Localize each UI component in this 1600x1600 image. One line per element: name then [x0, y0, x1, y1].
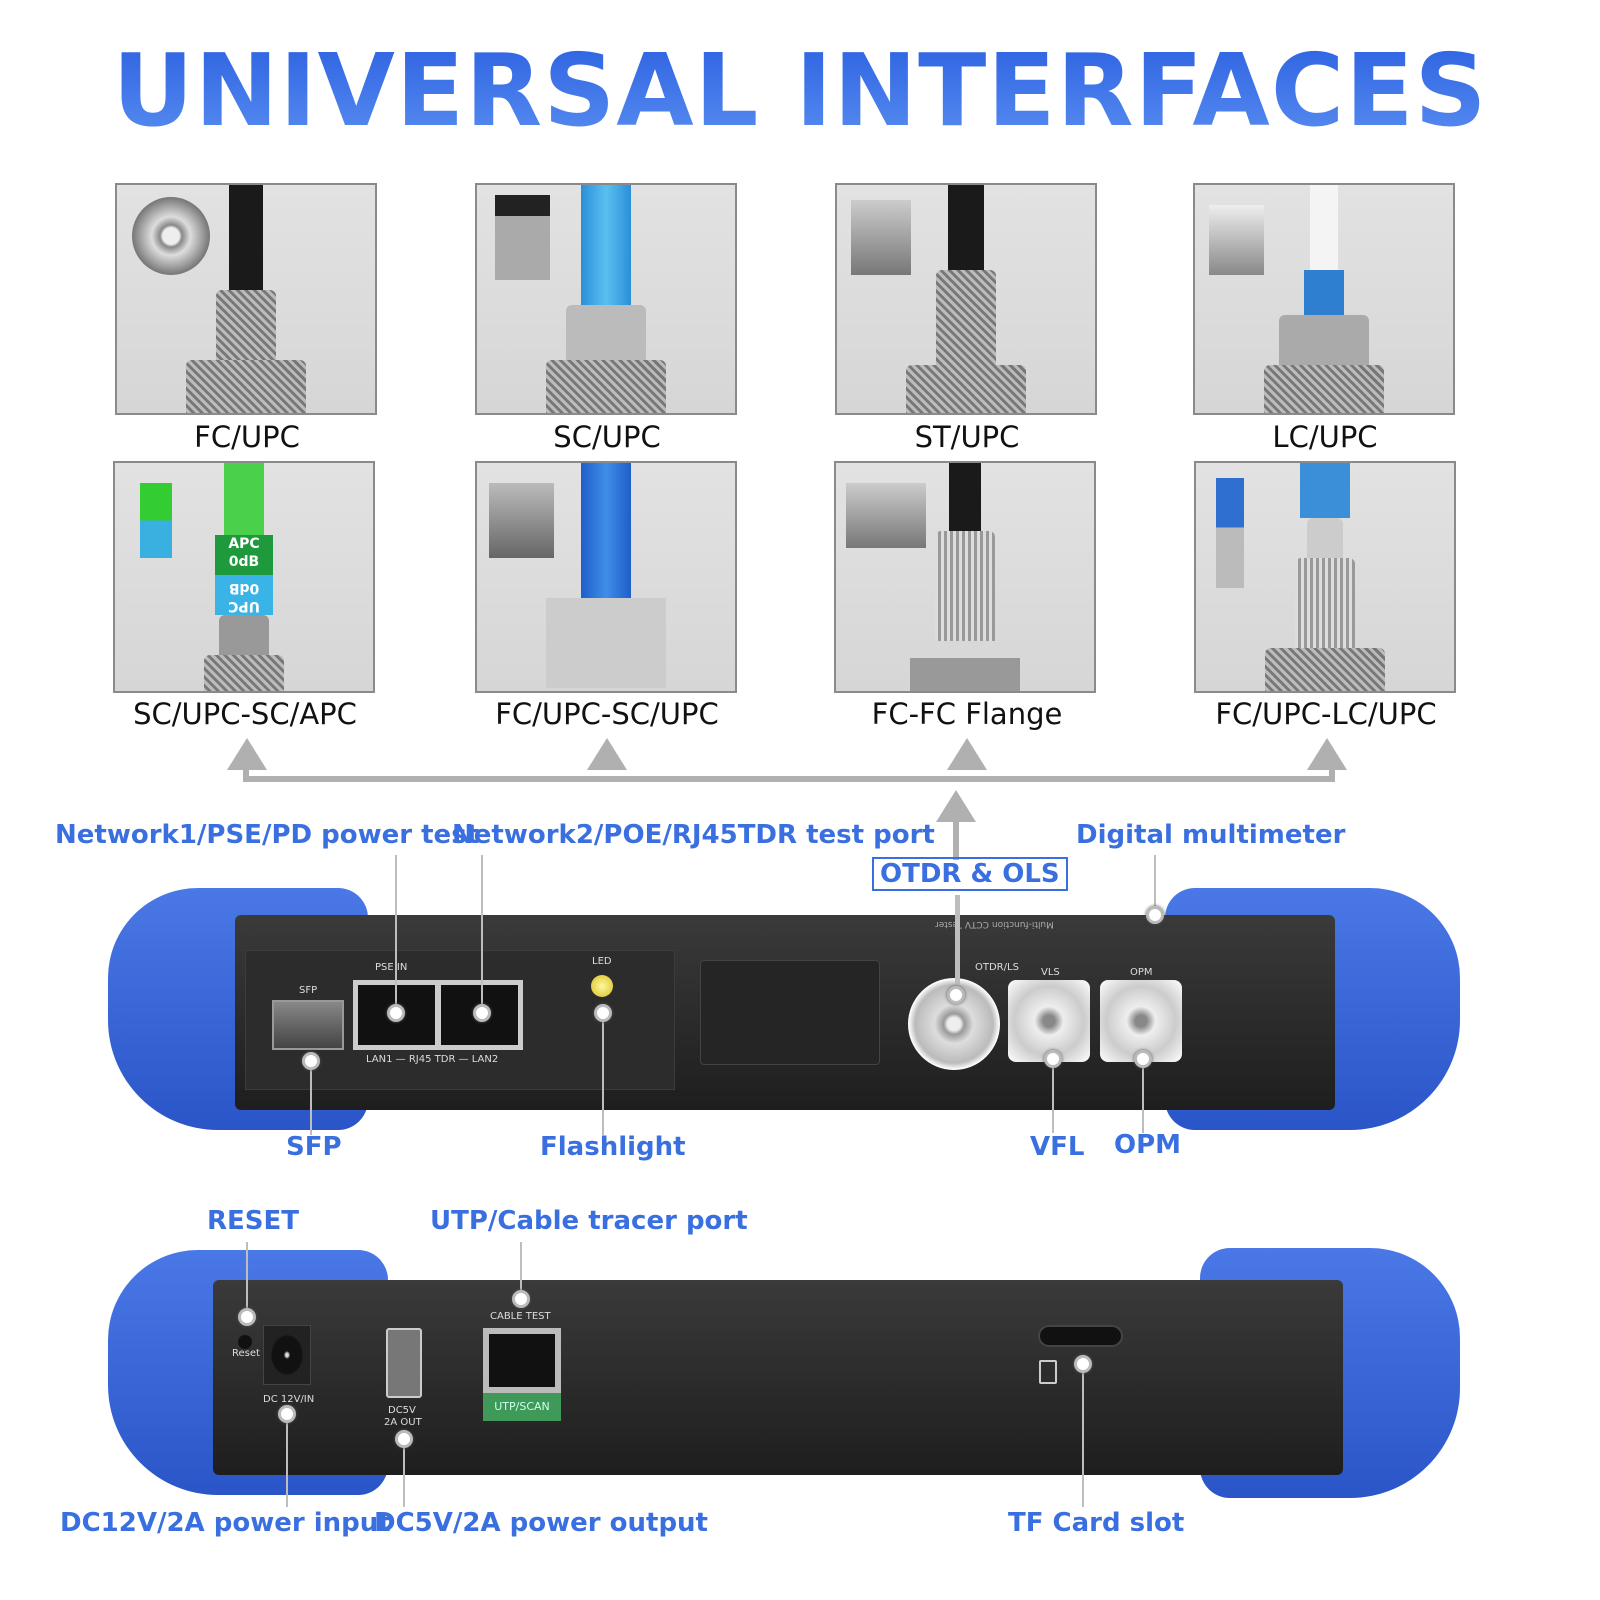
printed-dc12: DC 12V/IN — [263, 1394, 315, 1405]
arrow-up-icon — [587, 738, 627, 770]
usb-port[interactable] — [386, 1328, 422, 1398]
callout-reset: RESET — [207, 1206, 300, 1236]
printed-otdr-ls: OTDR/LS — [975, 962, 1019, 973]
callout-tf: TF Card slot — [1008, 1508, 1185, 1538]
adapter-icon — [1216, 478, 1244, 588]
st-adapter-icon — [851, 200, 911, 275]
callout-sfp: SFP — [286, 1132, 342, 1162]
sd-card-icon — [1039, 1360, 1057, 1384]
rj45-ports — [353, 980, 523, 1050]
callout-network2: Network2/POE/RJ45TDR test port — [452, 820, 935, 850]
sfp-port[interactable] — [272, 1000, 344, 1050]
connector-image-fc-upc-lc-upc — [1194, 461, 1456, 693]
center-panel — [700, 960, 880, 1065]
connector-image-sc-upc — [475, 183, 737, 415]
connector-label: FC/UPC — [194, 420, 300, 454]
callout-dc5: DC5V/2A power output — [374, 1508, 708, 1538]
page-title: UNIVERSAL INTERFACES — [0, 32, 1600, 149]
arrow-up-icon — [1307, 738, 1347, 770]
callout-network1: Network1/PSE/PD power test — [55, 820, 480, 850]
printed-cable-test: CABLE TEST — [490, 1311, 551, 1322]
fc-adapter-icon — [132, 197, 210, 275]
printed-vls: VLS — [1041, 967, 1060, 978]
callout-vfl: VFL — [1030, 1132, 1085, 1162]
dc-power-jack[interactable] — [263, 1325, 311, 1385]
opm-port[interactable] — [1100, 980, 1182, 1062]
printed-rj45: LAN1 — RJ45 TDR — LAN2 — [366, 1054, 499, 1065]
callout-dc12: DC12V/2A power input — [60, 1508, 391, 1538]
arrow-up-icon — [227, 738, 267, 770]
apc-label: APC — [228, 536, 260, 552]
apc-db-label: 0dB — [228, 554, 260, 570]
flange-icon — [846, 483, 926, 548]
upc-db-label: 0dB — [228, 580, 260, 596]
arrow-up-icon — [936, 790, 976, 822]
connector-label: FC/UPC-LC/UPC — [1215, 697, 1437, 731]
connector-image-sc-upc-sc-apc: APC 0dB UPC 0dB — [113, 461, 375, 693]
connector-label: SC/UPC-SC/APC — [133, 697, 357, 731]
printed-brand-strip: Multi-function CCTV Tester — [935, 919, 1054, 929]
connector-label: FC/UPC-SC/UPC — [495, 697, 719, 731]
printed-sfp: SFP — [299, 985, 318, 996]
connector-label: FC-FC Flange — [871, 697, 1063, 731]
connector-bracket — [246, 776, 1334, 782]
callout-otdr: OTDR & OLS — [872, 857, 1068, 891]
callout-opm: OPM — [1114, 1130, 1182, 1160]
sc-adapter-icon — [495, 195, 550, 280]
tf-card-slot[interactable] — [1038, 1325, 1123, 1347]
printed-led: LED — [592, 956, 612, 967]
upc-label: UPC — [228, 598, 260, 614]
arrow-up-icon — [947, 738, 987, 770]
connector-image-fc-fc-flange — [834, 461, 1096, 693]
printed-utp-scan: UTP/SCAN — [483, 1393, 561, 1421]
printed-pse-in: PSE IN — [375, 962, 408, 973]
connector-image-fc-upc — [115, 183, 377, 415]
callout-multimeter: Digital multimeter — [1076, 820, 1346, 850]
adapter-icon — [489, 483, 554, 558]
printed-2a-out: 2A OUT — [384, 1417, 422, 1428]
connector-label: ST/UPC — [914, 420, 1020, 454]
connector-image-st-upc — [835, 183, 1097, 415]
printed-dc5v: DC5V — [388, 1405, 416, 1416]
adapter-icon — [140, 483, 172, 558]
callout-utp: UTP/Cable tracer port — [430, 1206, 748, 1236]
reset-button[interactable] — [238, 1335, 252, 1349]
cable-test-port[interactable] — [483, 1328, 561, 1393]
lc-adapter-icon — [1209, 205, 1264, 275]
flashlight-led — [591, 975, 613, 997]
connector-image-lc-upc — [1193, 183, 1455, 415]
printed-reset: Reset — [232, 1348, 260, 1359]
connector-label: LC/UPC — [1272, 420, 1378, 454]
connector-label: SC/UPC — [553, 420, 661, 454]
connector-image-fc-upc-sc-upc — [475, 461, 737, 693]
device-bottom-panel: Reset DC 12V/IN DC5V 2A OUT CABLE TEST U… — [213, 1280, 1343, 1475]
printed-opm: OPM — [1130, 967, 1153, 978]
vfl-port[interactable] — [1008, 980, 1090, 1062]
callout-flashlight: Flashlight — [540, 1132, 686, 1162]
